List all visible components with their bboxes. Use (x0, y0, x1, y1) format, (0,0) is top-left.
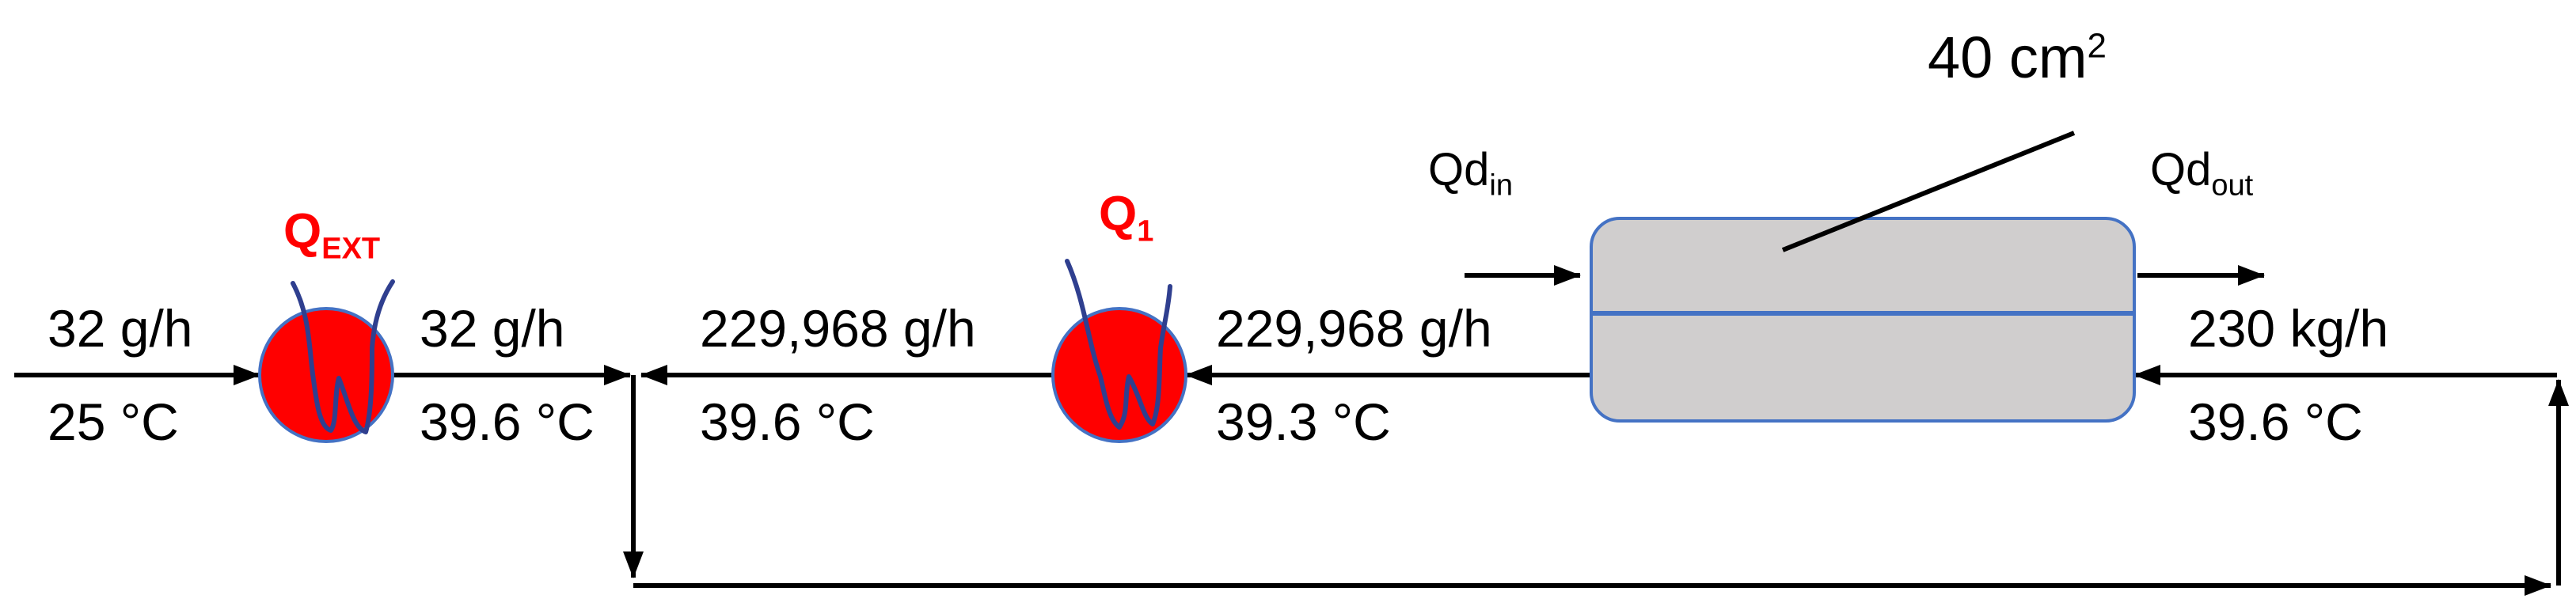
qd-out-label: Qdout (2150, 144, 2254, 203)
stream-feed-temperature: 25 °C (47, 392, 179, 451)
heater-q1-label: Q1 (1099, 187, 1154, 248)
stream-feed-flow: 32 g/h (47, 299, 193, 358)
heater-qext-label: QEXT (283, 204, 381, 266)
stream-q1-out-flow: 229,968 g/h (700, 299, 976, 358)
stream-module-out-temperature: 39.3 °C (1216, 392, 1391, 451)
heater-qext (258, 279, 395, 443)
stream-module-out-flow: 229,968 g/h (1216, 299, 1492, 358)
membrane-module (1590, 217, 2136, 423)
stream-qext-out-temperature: 39.6 °C (420, 392, 595, 451)
stream-q1-out-temperature: 39.6 °C (700, 392, 875, 451)
heater-coil-icon (1065, 259, 1172, 430)
stream-qext-out-flow: 32 g/h (420, 299, 565, 358)
stream-recycle-flow: 230 kg/h (2188, 299, 2389, 358)
area-pointer-line (1781, 131, 2076, 252)
stream-recycle-temperature: 39.6 °C (2188, 392, 2363, 451)
heater-coil-icon (291, 279, 395, 434)
module-area-label: 40 cm2 (1928, 25, 2107, 90)
heater-q1 (1051, 259, 1187, 443)
qd-in-label: Qdin (1428, 144, 1513, 203)
